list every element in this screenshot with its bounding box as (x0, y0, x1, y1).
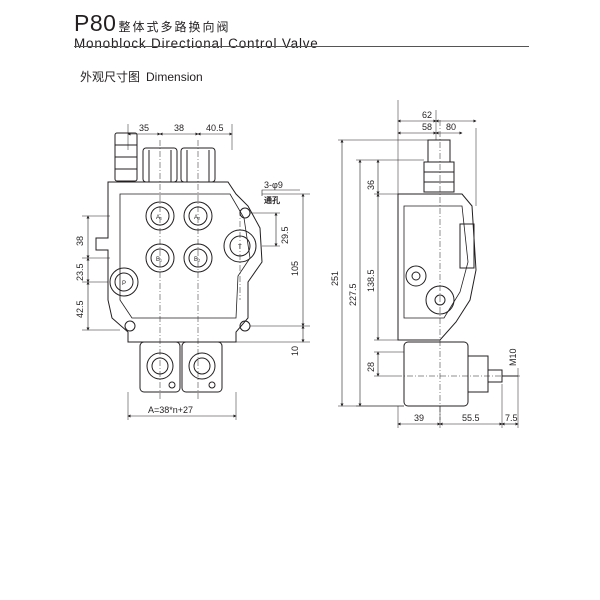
title-chinese: 整体式多路换向阀 (118, 20, 231, 34)
dim-55-5: 55.5 (462, 413, 480, 423)
mounting-hole-left (124, 320, 136, 332)
dim-7-5: 7.5 (505, 413, 518, 423)
side-end-cap (403, 341, 518, 407)
dim-38: 38 (174, 123, 184, 133)
dim-left-38: 38 (75, 236, 85, 246)
front-spool-ends (139, 341, 223, 393)
dim-58: 58 (422, 122, 432, 132)
hole-note-through: 通孔 (264, 195, 280, 205)
side-body-outline (397, 193, 477, 341)
title-row: P80 整体式多路换向阀 (74, 10, 319, 37)
dim-227-5: 227.5 (348, 283, 358, 306)
dim-28: 28 (366, 362, 376, 372)
dim-80: 80 (446, 122, 456, 132)
hole-note: 3-φ9 (264, 180, 283, 190)
side-port-block (459, 223, 475, 269)
port-label-b1: B₁ (156, 257, 162, 263)
dim-right-10: 10 (290, 346, 300, 356)
dim-62: 62 (422, 110, 432, 120)
dim-right-105: 105 (290, 261, 300, 276)
section-label-english: Dimension (146, 70, 203, 84)
front-spool-caps (114, 132, 216, 183)
front-view (82, 124, 310, 420)
title-english: Monoblock Directional Control Valve (74, 36, 319, 51)
model-number: P80 (74, 10, 117, 36)
dim-251: 251 (330, 271, 340, 286)
side-handle (423, 139, 455, 193)
port-label-p: P (122, 281, 126, 287)
dim-35: 35 (139, 123, 149, 133)
dim-left-23-5: 23.5 (75, 263, 85, 281)
header: P80 整体式多路换向阀 Monoblock Directional Contr… (74, 10, 319, 51)
header-divider (74, 46, 529, 47)
work-ports (109, 201, 257, 297)
section-label: 外观尺寸图 Dimension (80, 68, 209, 85)
dim-138-5: 138.5 (366, 269, 376, 292)
section-label-chinese: 外观尺寸图 (80, 70, 141, 84)
side-view (338, 100, 520, 428)
port-label-a2: A₂ (194, 215, 201, 221)
dim-36: 36 (366, 180, 376, 190)
side-view-labels: 62 58 80 251 227.5 138.5 36 28 39 55.5 7… (330, 110, 518, 423)
dim-39: 39 (414, 413, 424, 423)
thread-m10: M10 (508, 348, 518, 366)
port-label-t: T (238, 245, 242, 251)
dim-40-5: 40.5 (206, 123, 224, 133)
side-port-1 (405, 265, 427, 287)
port-label-a1: A₁ (156, 215, 162, 221)
width-formula: A=38*n+27 (148, 405, 193, 415)
front-view-labels: 35 38 40.5 38 23.5 42.5 29.5 105 10 3-φ9… (75, 123, 300, 415)
dim-right-29-5: 29.5 (280, 226, 290, 244)
port-label-b2: B₂ (194, 257, 201, 263)
dim-left-42-5: 42.5 (75, 300, 85, 318)
